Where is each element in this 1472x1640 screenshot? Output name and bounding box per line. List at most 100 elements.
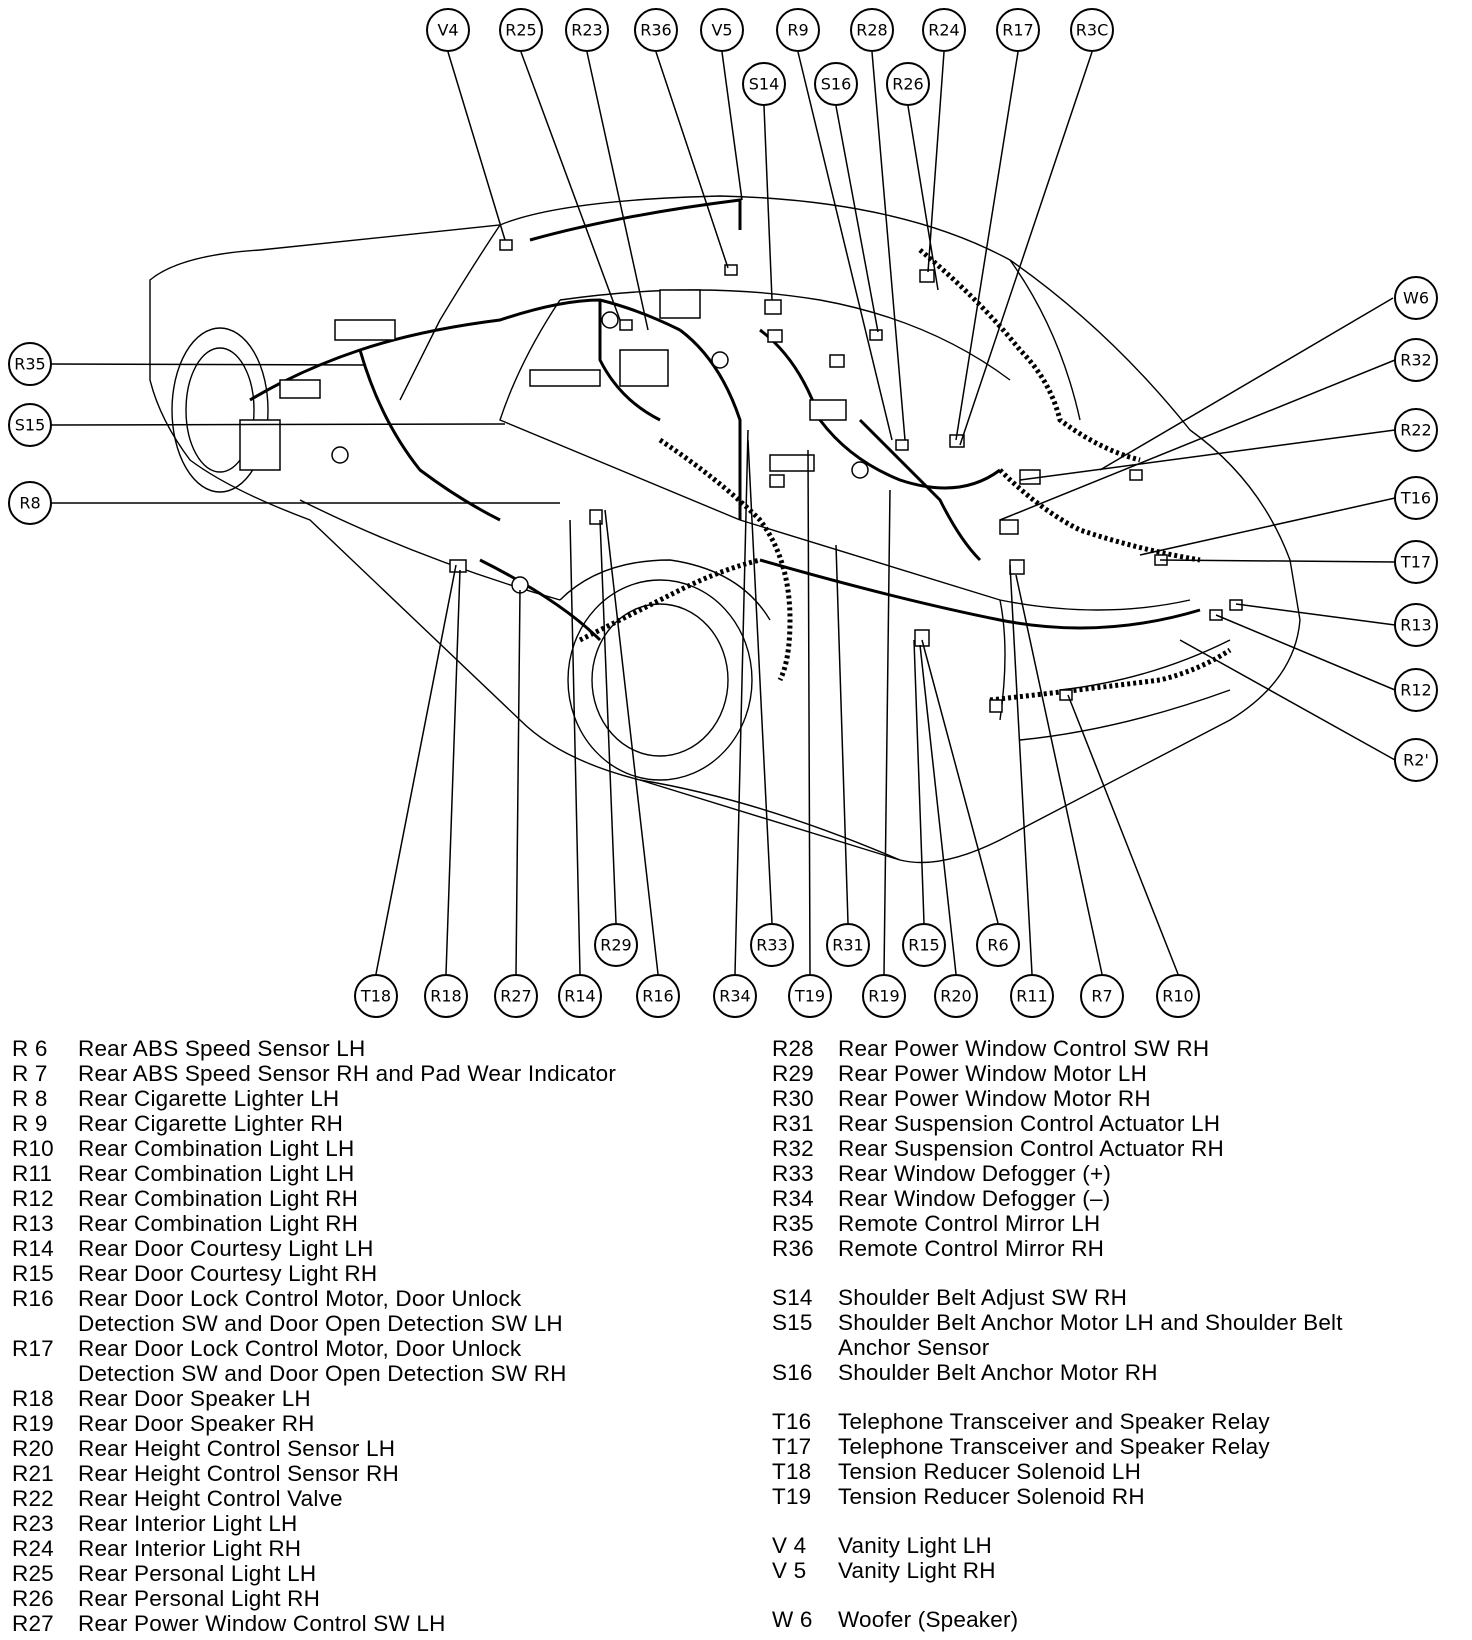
- callout-circle: [354, 974, 398, 1018]
- callout-circle: [1394, 476, 1438, 520]
- callout-label: R32: [1400, 351, 1431, 370]
- callout-circle: [788, 974, 832, 1018]
- legend-entry: R29 Rear Power Window Motor LH: [772, 1061, 1462, 1086]
- callout-right-6: R12: [1394, 668, 1438, 712]
- legend-code: R 6: [12, 1036, 48, 1061]
- legend-description: Rear Door Courtesy Light RH: [78, 1261, 378, 1286]
- legend-code: R24: [12, 1536, 54, 1561]
- legend-description: Rear Door Speaker LH: [78, 1386, 311, 1411]
- callout-circle: [8, 342, 52, 386]
- legend-code: R20: [12, 1436, 54, 1461]
- legend-code: T19: [772, 1484, 812, 1509]
- callout-circle: [902, 923, 946, 967]
- legend-group-gap: [772, 1385, 1462, 1409]
- callout-top-1: R25: [499, 8, 543, 52]
- legend-description: Tension Reducer Solenoid RH: [838, 1484, 1145, 1509]
- callout-label: R12: [1400, 681, 1431, 700]
- callout-label: R23: [571, 21, 602, 40]
- callout-label: V5: [711, 21, 732, 40]
- callout-circle: [886, 62, 930, 106]
- callout-circle: [700, 8, 744, 52]
- callout-label: R14: [564, 987, 595, 1006]
- legend-code: S16: [772, 1360, 813, 1385]
- callout-circle: [1394, 668, 1438, 712]
- legend-code: T16: [772, 1409, 812, 1434]
- callout-circle: [1080, 974, 1124, 1018]
- legend-description: Vanity Light LH: [838, 1533, 992, 1558]
- legend-description: Rear Window Defogger (–): [838, 1186, 1111, 1211]
- callout-label: R34: [719, 987, 750, 1006]
- callout-circle: [558, 974, 602, 1018]
- legend-code: R36: [772, 1236, 814, 1261]
- callout-circle: [1394, 338, 1438, 382]
- callout-bottom-3: R15: [902, 923, 946, 967]
- callout-right-0: W6: [1394, 276, 1438, 320]
- legend-description: Telephone Transceiver and Speaker Relay: [838, 1434, 1270, 1459]
- legend-code: R29: [772, 1061, 814, 1086]
- legend-description: Rear ABS Speed Sensor RH and Pad Wear In…: [78, 1061, 617, 1086]
- callout-label: S15: [15, 416, 46, 435]
- callout-top-2: R23: [565, 8, 609, 52]
- callout-label: R19: [868, 987, 899, 1006]
- callout-left-0: R35: [8, 342, 52, 386]
- callout-top-10: S14: [742, 62, 786, 106]
- legend-description: Rear Power Window Motor LH: [838, 1061, 1148, 1086]
- callout-label: R29: [600, 936, 631, 955]
- callout-right-2: R22: [1394, 408, 1438, 452]
- legend-description: Rear Power Window Control SW RH: [838, 1036, 1210, 1061]
- callout-right-1: R32: [1394, 338, 1438, 382]
- legend-entry: R28 Rear Power Window Control SW RH: [772, 1036, 1462, 1061]
- legend-code: R26: [12, 1586, 54, 1611]
- callout-bottom-9: R16: [636, 974, 680, 1018]
- legend-description: Rear Suspension Control Actuator RH: [838, 1136, 1224, 1161]
- legend-code: R14: [12, 1236, 54, 1261]
- callout-circle: [499, 8, 543, 52]
- legend-code: R22: [12, 1486, 54, 1511]
- callout-label: R16: [642, 987, 673, 1006]
- callout-label: T18: [360, 987, 391, 1006]
- legend-code: S15: [772, 1310, 813, 1335]
- callout-circle: [826, 923, 870, 967]
- callout-label: R25: [505, 21, 536, 40]
- legend-code: R28: [772, 1036, 814, 1061]
- legend-entry: T19 Tension Reducer Solenoid RH: [772, 1484, 1462, 1509]
- legend-description: Rear Interior Light RH: [78, 1536, 302, 1561]
- legend-code: S14: [772, 1285, 813, 1310]
- callout-circle: [424, 974, 468, 1018]
- legend-description: Remote Control Mirror LH: [838, 1211, 1101, 1236]
- legend-description: Woofer (Speaker): [838, 1607, 1019, 1632]
- legend-group-gap: [772, 1509, 1462, 1533]
- callout-bottom-6: R18: [424, 974, 468, 1018]
- callout-label: T19: [794, 987, 825, 1006]
- legend-code: W 6: [772, 1607, 813, 1632]
- legend-description: Shoulder Belt Anchor Motor LH and Should…: [838, 1310, 1343, 1360]
- connectors: [239, 239, 1243, 713]
- callout-circle: [1394, 540, 1438, 584]
- legend-group-gap: [772, 1583, 1462, 1607]
- callout-label: R26: [892, 75, 923, 94]
- callout-circle: [850, 8, 894, 52]
- callout-label: W6: [1403, 289, 1429, 308]
- legend-description: Rear Personal Light RH: [78, 1586, 321, 1611]
- callout-bottom-8: R14: [558, 974, 602, 1018]
- callout-top-9: R3C: [1070, 8, 1114, 52]
- callout-label: R9: [787, 21, 808, 40]
- callout-top-0: V4: [426, 8, 470, 52]
- callout-circle: [634, 8, 678, 52]
- legend-description: Vanity Light RH: [838, 1558, 996, 1583]
- callout-label: V4: [437, 21, 458, 40]
